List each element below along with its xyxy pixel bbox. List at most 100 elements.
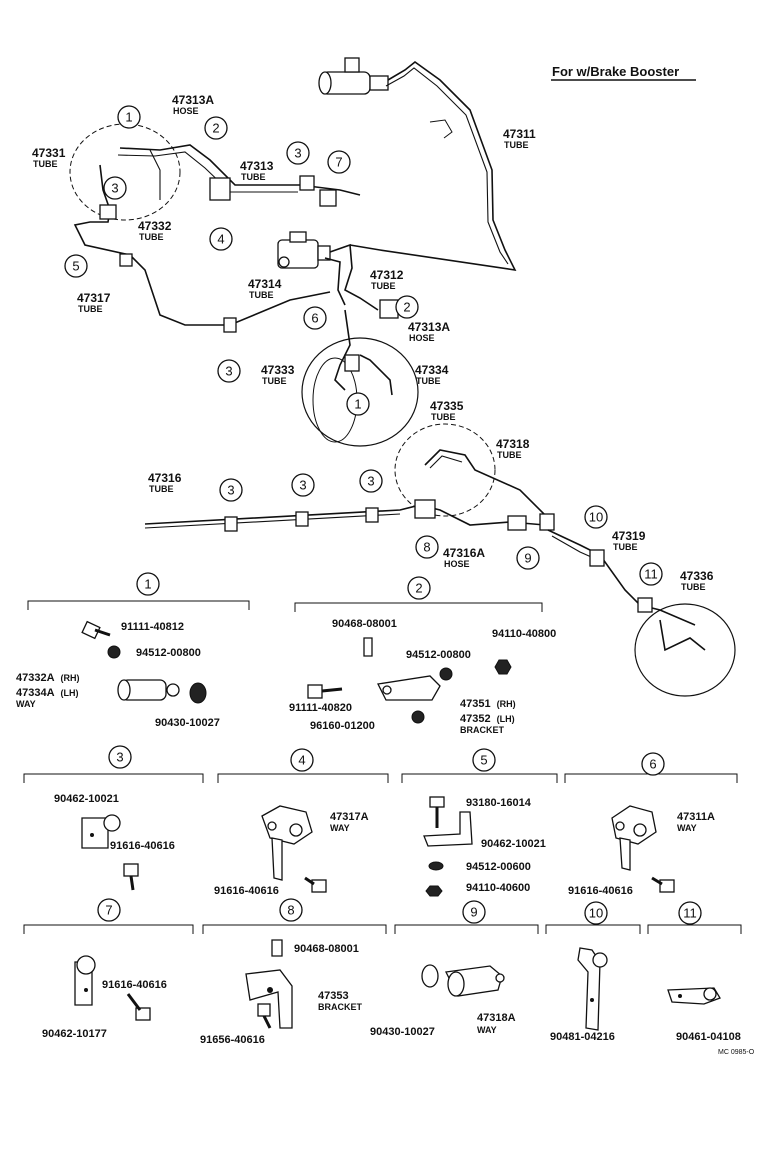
section-1-part-91111-40812: 91111-40812 [121,621,184,633]
callout-circle-5: 5 [64,254,88,278]
callout-circle-11: 11 [639,562,663,586]
bolt-91616-40616-b [304,876,327,893]
callout-number: 3 [299,478,306,493]
part-number: 90462-10177 [42,1028,107,1040]
section-circle-1: 1 [136,572,160,596]
part-number: 47353 [318,990,349,1002]
callout-number: 6 [649,757,656,772]
clamp-90461-04108 [667,987,721,1005]
part-number: WAY [330,823,350,833]
section-6-part-47311a: 47311A [677,811,715,823]
part-number: 47316A [443,546,485,560]
part-number: BRACKET [318,1002,363,1012]
part-number: 47331 [32,146,66,160]
callout-circle-7: 7 [327,150,351,174]
bracket-47351 [377,675,441,701]
part-number: 94110-40600 [466,882,530,894]
part-number: 47317 [77,291,111,305]
part-number: 91616-40616 [102,979,167,991]
callout-number: 10 [589,906,603,921]
way-47311a [611,805,657,871]
way-47332a [117,679,180,701]
section-9-part-90430-10027: 90430-10027 [370,1026,435,1038]
callout-number: 8 [287,903,294,918]
clip-96160-01200 [411,710,425,724]
section-2-part-bracket: BRACKET [460,725,505,735]
section-3-part-90462-10021: 90462-10021 [54,793,119,805]
part-number: 91616-40616 [214,885,279,897]
part-number: 90481-04216 [550,1031,615,1043]
bolt-91616-40616 [123,863,139,891]
part-number: 93180-16014 [466,797,532,809]
part-number: 47313A [172,93,214,107]
main-assembly [69,57,736,697]
bolt-91111-40820 [307,684,343,699]
gasket-90430-10027 [189,682,207,704]
part-number: 91111-40812 [121,621,184,633]
callout-circle-6: 6 [303,306,327,330]
section-8-part-bracket: BRACKET [318,1002,363,1012]
callout-circle-3: 3 [219,478,243,502]
callout-number: 11 [644,567,658,582]
side-suffix: (RH) [61,673,80,683]
bolt-91656-40616 [257,1003,272,1029]
part-number: 47312 [370,268,404,282]
washer-94512-00800 [107,645,121,659]
section-2-part-96160-01200: 96160-01200 [310,720,375,732]
part-type: HOSE [409,333,435,343]
section-8-part-47353: 47353 [318,990,349,1002]
callout-number: 3 [294,146,301,161]
section-2-part-94512-00800: 94512-00800 [406,649,471,661]
front-right-brake-drum [301,337,419,447]
part-number: 90468-08001 [294,943,359,955]
part-number-labels: 91111-4081294512-0080047332A(RH)47334A(L… [16,618,741,1046]
part-number: 94512-00800 [406,649,471,661]
section-7-part-91616-40616: 91616-40616 [102,979,167,991]
section-1-part-90430-10027: 90430-10027 [155,717,220,729]
rear-right-brake-drum [634,603,736,697]
part-number: 47332 [138,219,172,233]
part-number: 47317A [330,811,369,823]
callout-circle-2: 2 [204,116,228,140]
part-number: 91616-40616 [110,840,175,852]
clamp-90462-10021 [81,814,121,849]
section-3-part-91616-40616: 91616-40616 [110,840,175,852]
section-7-part-90462-10177: 90462-10177 [42,1028,107,1040]
section-circle-7: 7 [97,898,121,922]
part-number: 94110-40800 [492,628,556,640]
callout-number: 3 [116,750,123,765]
part-number: 47311A [677,811,715,823]
part-number: 90462-10021 [54,793,119,805]
callout-circle-3: 3 [291,473,315,497]
part-type: HOSE [173,106,199,116]
diagram-title: For w/Brake Booster [552,64,679,79]
part-number: 90430-10027 [370,1026,435,1038]
bolt-93180-16014 [429,796,445,828]
part-number: 47335 [430,399,464,413]
callout-circle-3: 3 [103,176,127,200]
callout-number: 5 [72,259,79,274]
part-number: 91111-40820 [289,702,352,714]
section-circle-5: 5 [472,748,496,772]
callout-number: 5 [480,753,487,768]
bracket-47353 [245,969,293,1029]
part-number: 94512-00800 [136,647,201,659]
part-number: 47311 [503,127,536,141]
part-number: 47316 [148,471,182,485]
section-5-part-90462-10021: 90462-10021 [481,838,546,850]
callout-circle-3: 3 [286,141,310,165]
callout-number: 1 [144,577,151,592]
section-10-part-90481-04216: 90481-04216 [550,1031,615,1043]
clip-90468-08001-b [271,939,283,957]
